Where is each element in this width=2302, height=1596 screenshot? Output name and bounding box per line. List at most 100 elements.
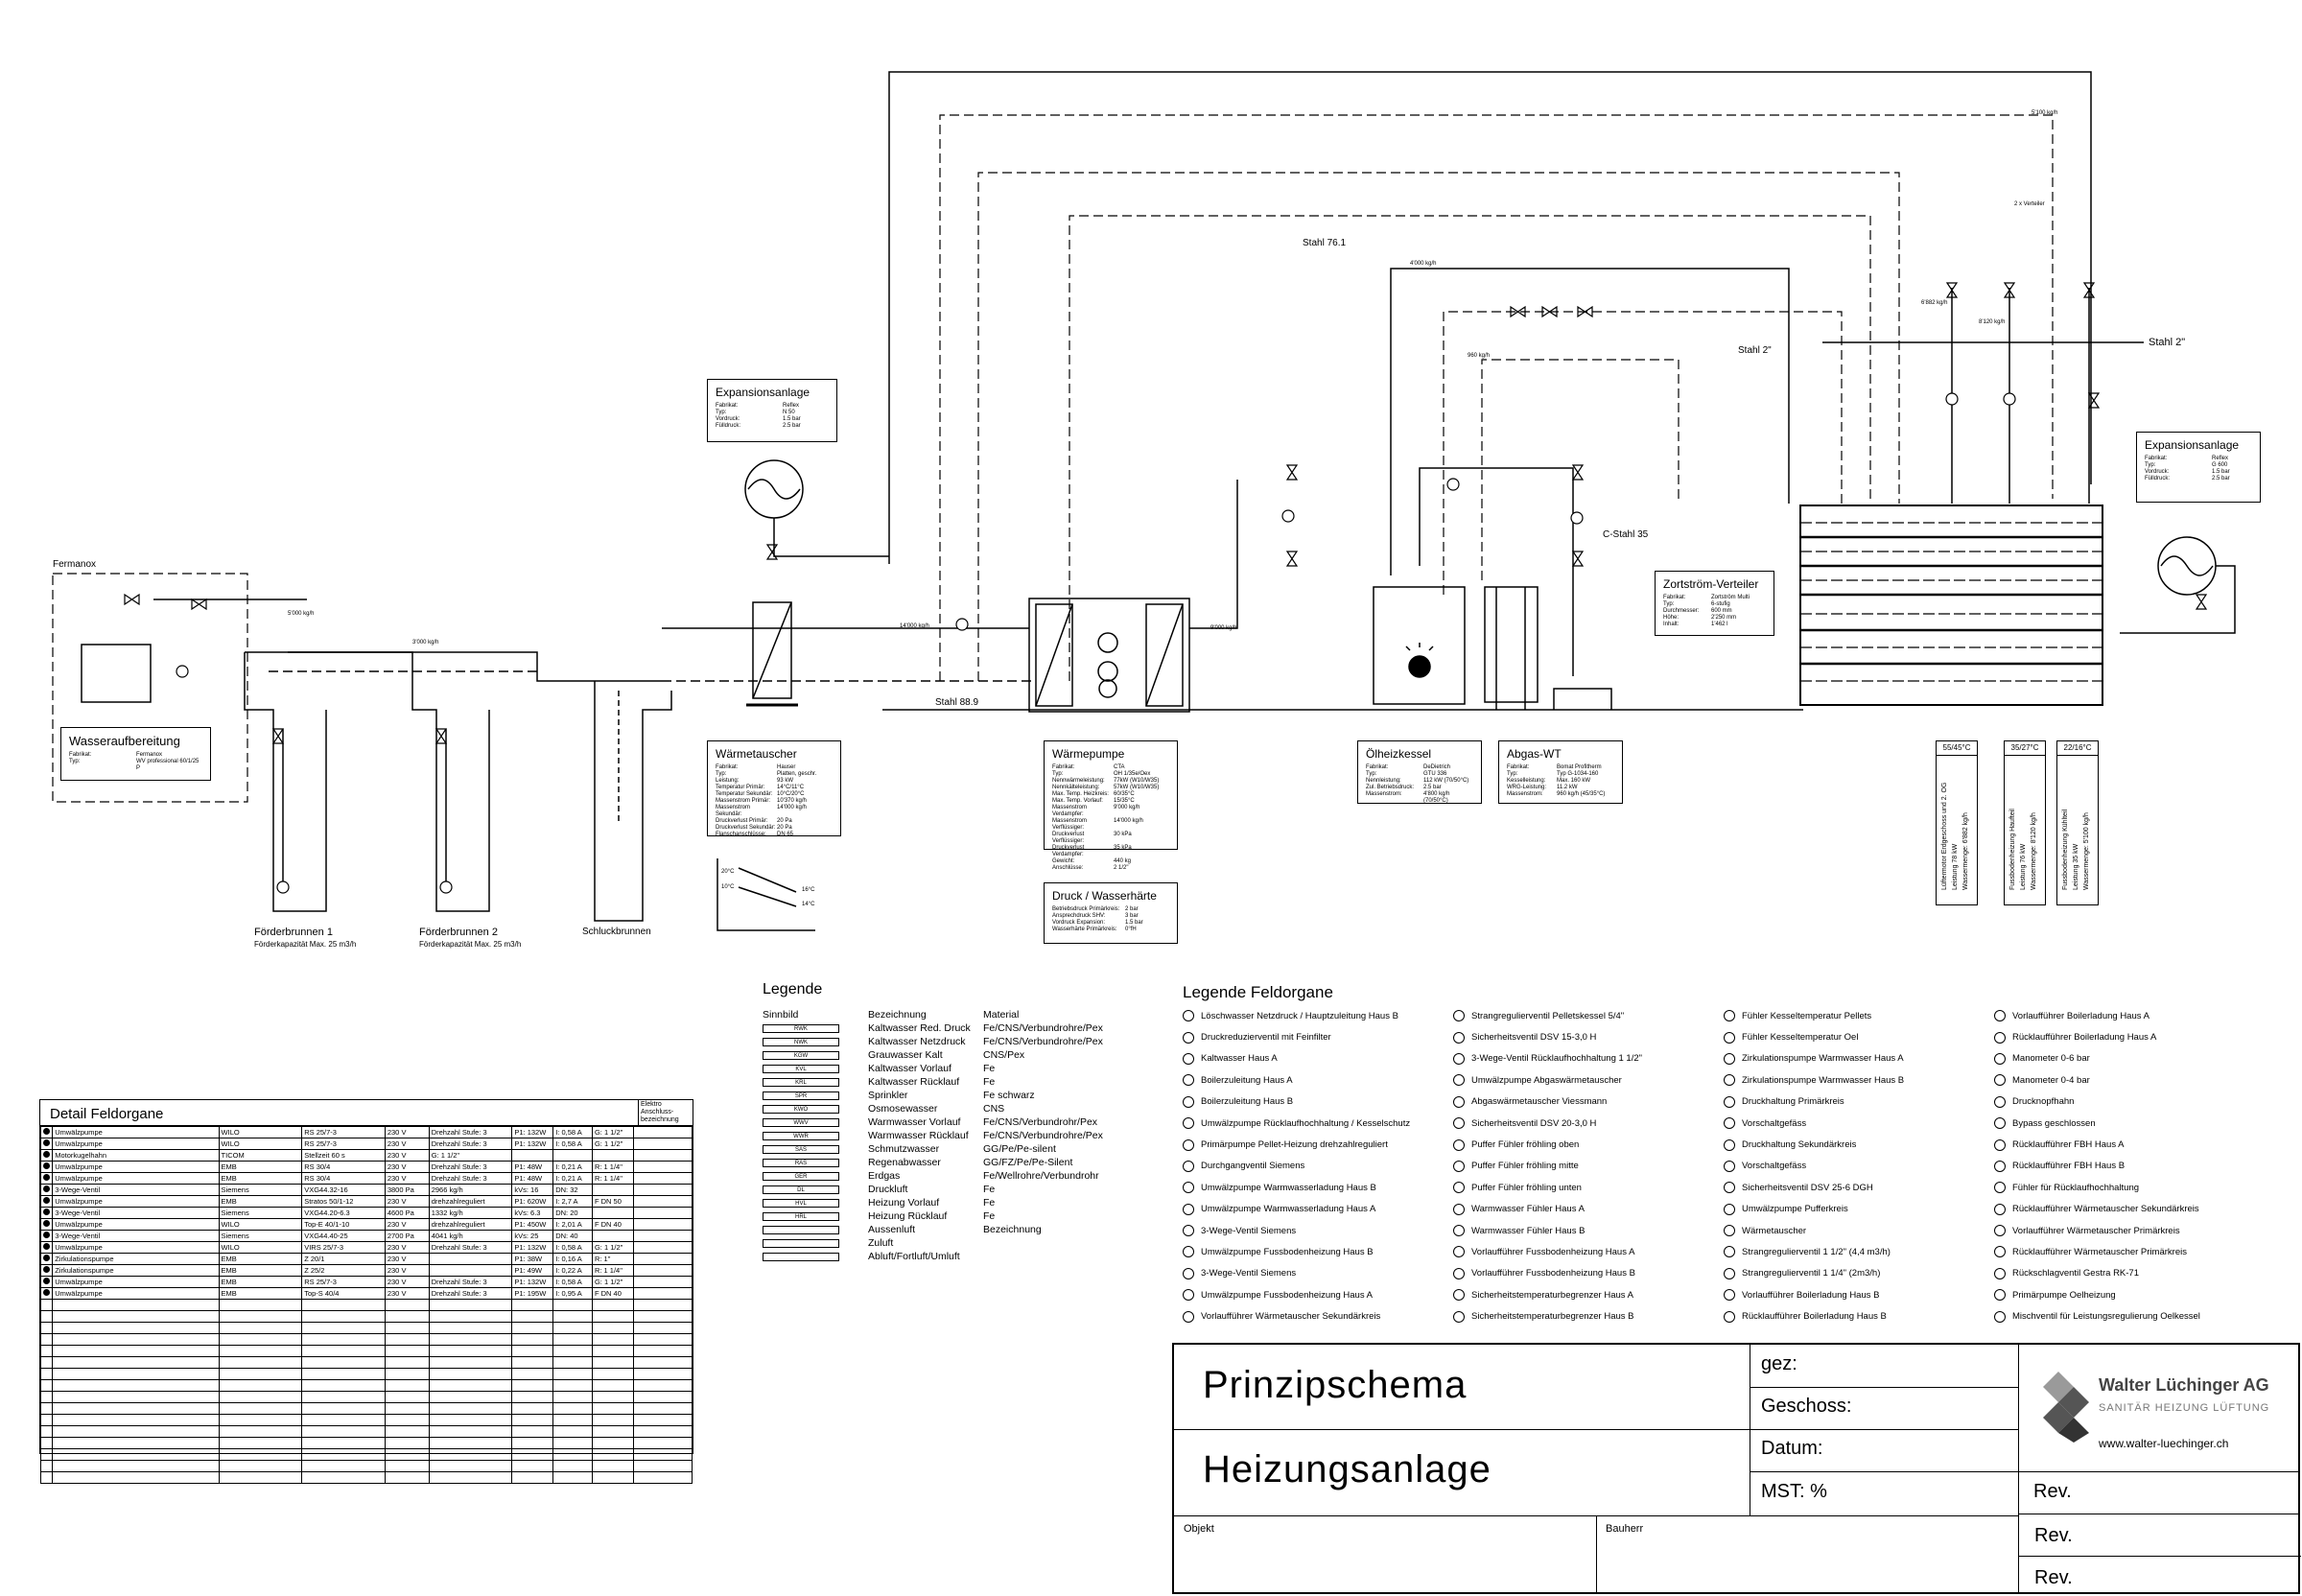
table-cell: [632, 1276, 693, 1288]
table-cell: VXG44.40-25: [301, 1230, 386, 1242]
feldorgane-item: Umwälzpumpe Warmwasserladung Haus A: [1183, 1199, 1446, 1220]
feldorgane-label: Rücklaufführer FBH Haus A: [2012, 1139, 2125, 1151]
feldorgane-label: Umwälzpumpe Pufferkreis: [1742, 1204, 1848, 1215]
company-logo-area: Walter Lüchinger AG SANITÄR HEIZUNG LÜFT…: [2018, 1345, 2300, 1472]
table-cell: Siemens: [218, 1207, 303, 1219]
table-cell: 230 V: [384, 1253, 430, 1265]
table-cell: [428, 1448, 513, 1461]
feldorgane-number-icon: [1994, 1031, 2006, 1044]
flow-label: 9'000 kg/h: [1210, 625, 1237, 631]
flow-label: 6'882 kg/h: [1921, 300, 1948, 306]
legende-material: Fe: [983, 1210, 996, 1222]
feldorgane-label: Sicherheitsventil DSV 20-3,0 H: [1471, 1117, 1597, 1129]
waermepumpe-box: Wärmepumpe Fabrikat:CTA Typ:OH 1/35e/Oex…: [1044, 740, 1178, 871]
feldorgane-item: Druckreduzierventil mit Feinfilter: [1183, 1026, 1446, 1047]
feldorgane-item: Strangregulierventil Pelletskessel 5/4": [1453, 1005, 1717, 1026]
table-cell: Drehzahl Stufe: 3: [428, 1287, 513, 1300]
feldorgane-item: Vorlaufführer Wärmetauscher Primärkreis: [1994, 1220, 2258, 1241]
legende-name: Warmwasser Rücklauf: [868, 1130, 969, 1141]
table-cell: [632, 1207, 693, 1219]
feldorgane-number-icon: [1724, 1310, 1735, 1323]
feldorgane-item: Rücklaufführer Boilerladung Haus A: [1994, 1026, 2258, 1047]
box-kv: Betriebsdruck Primärkreis:2 bar Ansprech…: [1052, 906, 1143, 932]
table-cell: 230 V: [384, 1172, 430, 1185]
feldorgane-number-icon: [1724, 1074, 1735, 1087]
table-cell: [591, 1391, 634, 1403]
fermanox-frame: [52, 573, 248, 803]
feldorgane-number-icon: [1724, 1246, 1735, 1258]
group-header: 22/16°C: [2057, 741, 2098, 756]
table-cell: [52, 1425, 220, 1438]
table-cell: [591, 1333, 634, 1346]
table-cell: 230 V: [384, 1287, 430, 1300]
legende-symbol: KRL: [763, 1077, 839, 1087]
feldorgane-number-icon: [1453, 1225, 1465, 1237]
rev-label: Rev.: [2034, 1567, 2073, 1588]
detail-title: Detail Feldorgane: [50, 1106, 164, 1122]
zortstroem-unit: [1799, 505, 2103, 706]
table-cell: [511, 1149, 554, 1162]
box-kv: Fabrikat:Fermanox Typ:WV professional 60…: [69, 752, 200, 771]
feldorgane-number-icon: [1994, 1138, 2006, 1151]
table-cell: [218, 1368, 303, 1380]
table-cell: [384, 1425, 430, 1438]
table-cell: [632, 1460, 693, 1472]
table-cell: [428, 1471, 513, 1484]
table-cell: [384, 1368, 430, 1380]
table-cell: F DN 40: [591, 1218, 634, 1231]
feldorgane-number-icon: [1724, 1160, 1735, 1172]
schluck-shaft: [594, 681, 672, 922]
legende-name: Druckluft: [868, 1184, 908, 1195]
stahl-2a-label: Stahl 2": [1738, 345, 1772, 356]
table-cell: [591, 1230, 634, 1242]
feldorgane-number-icon: [1183, 1074, 1194, 1087]
table-cell: [632, 1437, 693, 1449]
row-number-icon: [39, 1448, 54, 1461]
table-cell: [428, 1437, 513, 1449]
feldorgane-item: 3-Wege-Ventil Siemens: [1183, 1220, 1446, 1241]
table-cell: [52, 1460, 220, 1472]
feldorgane-label: Vorschaltgefäss: [1742, 1117, 1807, 1129]
feldorgane-number-icon: [1453, 1074, 1465, 1087]
table-cell: Z 20/1: [301, 1253, 386, 1265]
feldorgane-label: Vorlaufführer Wärmetauscher Primärkreis: [2012, 1225, 2180, 1236]
feldorgane-number-icon: [1994, 1225, 2006, 1237]
table-cell: EMB: [218, 1253, 303, 1265]
fermanox-unit: [81, 644, 152, 703]
table-cell: [301, 1414, 386, 1426]
table-cell: WILO: [218, 1241, 303, 1254]
detail-elektro: Elektro Anschluss-bezeichnung: [638, 1100, 693, 1125]
table-cell: [52, 1402, 220, 1415]
feldorgane-number-icon: [1183, 1225, 1194, 1237]
schluck-label: Schluckbrunnen: [582, 927, 651, 937]
table-cell: [632, 1448, 693, 1461]
table-cell: [591, 1299, 634, 1311]
feldorgane-number-icon: [1994, 1052, 2006, 1065]
table-cell: [384, 1356, 430, 1369]
feldorgane-title: Legende Feldorgane: [1183, 983, 1333, 1001]
group-line: Leistung 76 kW: [2020, 843, 2027, 890]
legende-symbol: KWO: [763, 1104, 839, 1114]
row-number-icon: [39, 1345, 54, 1357]
legende-material: Fe: [983, 1076, 996, 1088]
table-cell: [552, 1402, 593, 1415]
group-header: 55/45°C: [1937, 741, 1977, 756]
table-cell: [511, 1345, 554, 1357]
table-row: [39, 1402, 693, 1415]
table-cell: [632, 1264, 693, 1277]
feldorgane-number-icon: [1724, 1052, 1735, 1065]
legende-material: GG/FZ/Pe/Pe-Silent: [983, 1157, 1073, 1168]
waermetauscher-symbol: [752, 601, 792, 699]
row-number-icon: [39, 1230, 54, 1242]
legende-row: Abluft/Fortluft/Umluft: [763, 1250, 1137, 1263]
table-cell: [218, 1425, 303, 1438]
table-cell: Umwälzpumpe: [52, 1126, 220, 1138]
box-kv: Fabrikat:CTA Typ:OH 1/35e/Oex Nennwärmel…: [1052, 764, 1160, 871]
feldorgane-item: Druckhaltung Primärkreis: [1724, 1091, 1987, 1113]
table-cell: [384, 1448, 430, 1461]
table-cell: [428, 1402, 513, 1415]
feldorgane-item: Puffer Fühler fröhling unten: [1453, 1177, 1717, 1198]
table-cell: [301, 1460, 386, 1472]
table-cell: [428, 1425, 513, 1438]
